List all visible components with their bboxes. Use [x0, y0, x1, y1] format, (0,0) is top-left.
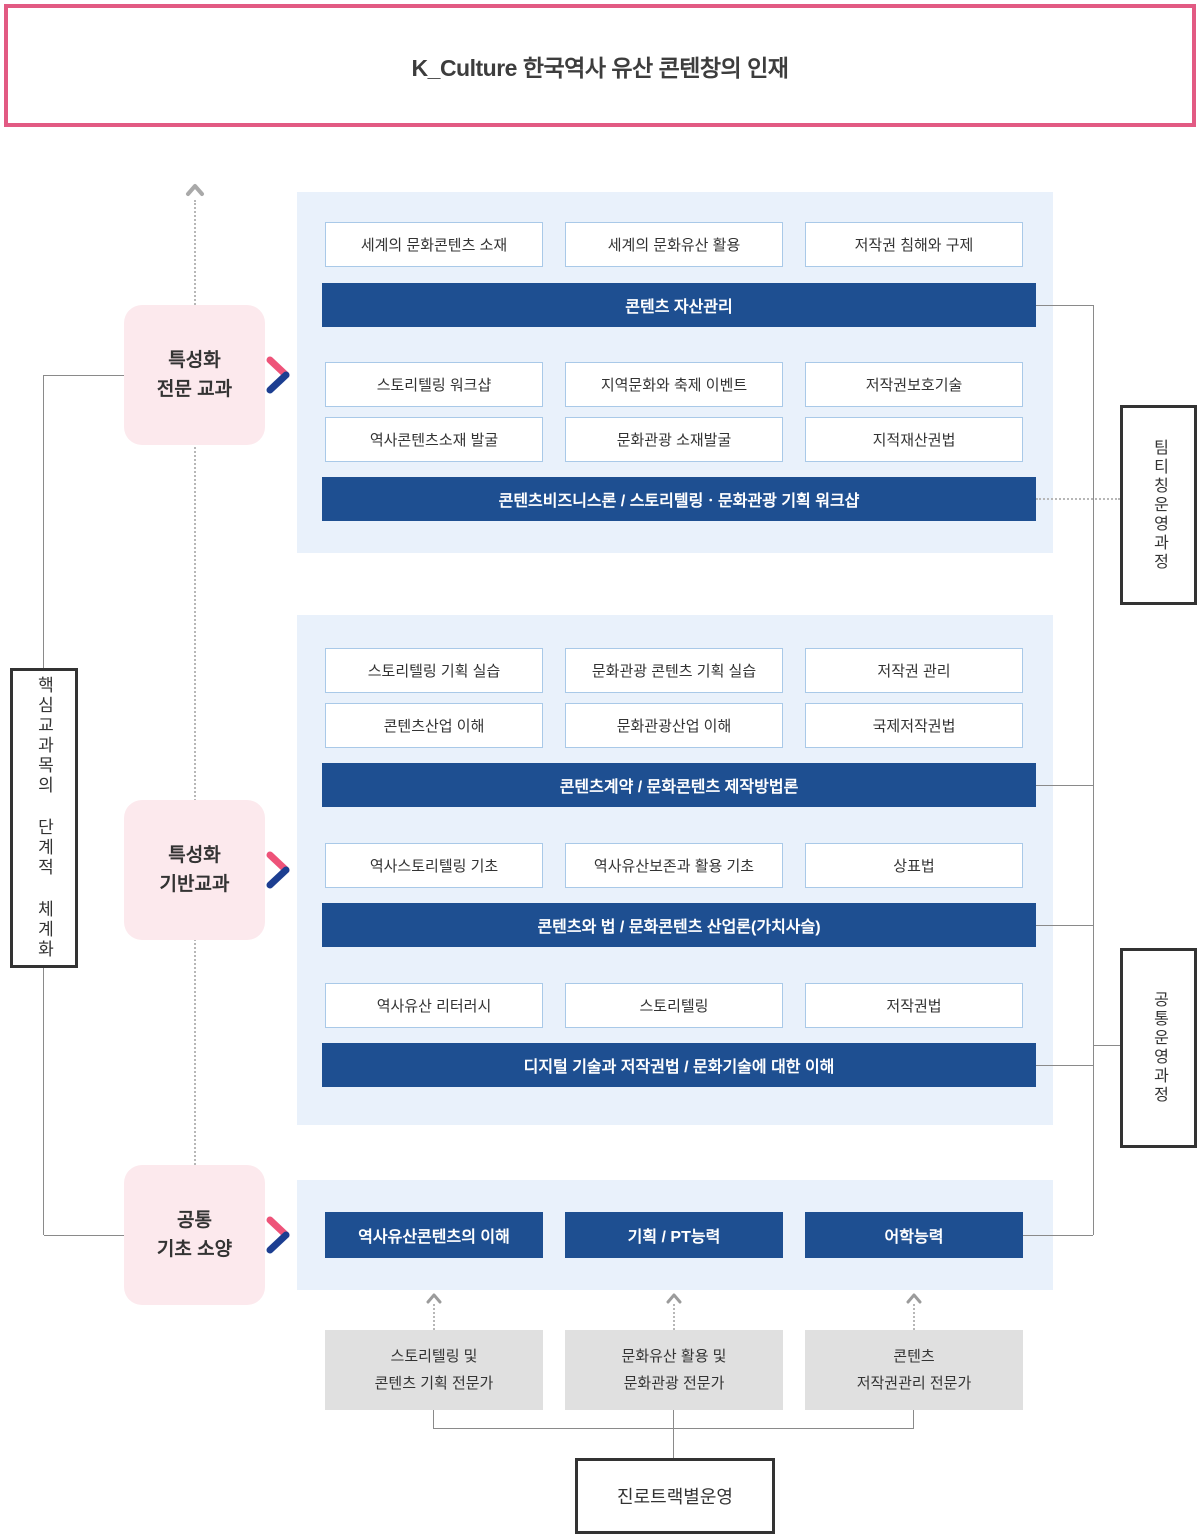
course-box: 저작권보호기술 [805, 362, 1023, 407]
course-box: 스토리텔링 기획 실습 [325, 648, 543, 693]
course-box: 상표법 [805, 843, 1023, 888]
course-box: 역사유산 리터러시 [325, 983, 543, 1028]
career-dotted-line [913, 1304, 915, 1330]
connector-asset-mgmt [1036, 305, 1093, 306]
foundation-banner: 기획 / PT능력 [565, 1212, 783, 1258]
level-arrow-icon [266, 356, 290, 394]
course-box: 문화관광산업 이해 [565, 703, 783, 748]
team-teaching-label: 팀티칭운영과정 [1150, 438, 1168, 572]
diagram-header: K_Culture 한국역사 유산 콘텐창의 인재 [4, 4, 1196, 127]
connector-common-course-box [1093, 1045, 1120, 1046]
career-connector-vline [913, 1410, 914, 1429]
core-course-banner: 디지털 기술과 저작권법 / 문화기술에 대한 이해 [322, 1043, 1036, 1087]
career-box-storytelling: 스토리텔링 및 콘텐츠 기획 전문가 [325, 1330, 543, 1410]
course-box: 지적재산권법 [805, 417, 1023, 462]
course-box: 세계의 문화콘텐츠 소재 [325, 222, 543, 267]
common-course-box: 공통운영과정 [1120, 948, 1197, 1148]
career-track-box: 진로트랙별운영 [575, 1458, 775, 1534]
arrow-up-icon [426, 1293, 442, 1304]
core-course-banner: 콘텐츠와 법 / 문화콘텐츠 산업론(가치사슬) [322, 903, 1036, 947]
left-dotted-axis [194, 200, 196, 1165]
course-box: 콘텐츠산업 이해 [325, 703, 543, 748]
team-teaching-box: 팀티칭운영과정 [1120, 405, 1197, 605]
right-connector-vline [1093, 305, 1094, 1235]
connector-law [1036, 925, 1093, 926]
arrow-up-icon [186, 184, 204, 196]
course-box: 국제저작권법 [805, 703, 1023, 748]
common-course-label: 공통운영과정 [1150, 991, 1168, 1105]
career-box-copyright: 콘텐츠 저작권관리 전문가 [805, 1330, 1023, 1410]
career-dotted-line [433, 1304, 435, 1330]
core-course-banner: 콘텐츠계약 / 문화콘텐츠 제작방법론 [322, 763, 1036, 807]
connector-language [1023, 1235, 1093, 1236]
career-dotted-line [673, 1304, 675, 1330]
axis-label-box: 핵심교과목의 단계적 체계화 [10, 668, 78, 968]
core-course-banner: 콘텐츠 자산관리 [322, 283, 1036, 327]
connector-contract [1036, 785, 1093, 786]
arrow-up-icon [906, 1293, 922, 1304]
course-box: 세계의 문화유산 활용 [565, 222, 783, 267]
course-box: 문화관광 소재발굴 [565, 417, 783, 462]
course-box: 역사스토리텔링 기초 [325, 843, 543, 888]
axis-label: 핵심교과목의 단계적 체계화 [34, 676, 54, 960]
left-bracket-top-hline [44, 375, 125, 376]
course-box: 스토리텔링 [565, 983, 783, 1028]
course-box: 저작권 침해와 구제 [805, 222, 1023, 267]
level-arrow-icon [266, 1216, 290, 1254]
course-box: 저작권 관리 [805, 648, 1023, 693]
course-box: 역사유산보존과 활용 기초 [565, 843, 783, 888]
left-bracket-bottom-hline [44, 1235, 125, 1236]
course-box: 문화관광 콘텐츠 기획 실습 [565, 648, 783, 693]
foundation-banner: 역사유산콘텐츠의 이해 [325, 1212, 543, 1258]
career-connector-vline [433, 1410, 434, 1429]
connector-digital [1036, 1065, 1093, 1066]
connector-dotted-teamteaching [1036, 498, 1120, 500]
arrow-up-icon [666, 1293, 682, 1304]
page-title: K_Culture 한국역사 유산 콘텐창의 인재 [411, 54, 789, 81]
course-box: 지역문화와 축제 이벤트 [565, 362, 783, 407]
course-box: 저작권법 [805, 983, 1023, 1028]
core-course-banner: 콘텐츠비즈니스론 / 스토리텔링ㆍ문화관광 기획 워크샵 [322, 477, 1036, 521]
career-connector-center-vline [673, 1410, 674, 1458]
career-box-heritage: 문화유산 활용 및 문화관광 전문가 [565, 1330, 783, 1410]
course-box: 스토리텔링 워크샵 [325, 362, 543, 407]
career-track-label: 진로트랙별운영 [617, 1487, 733, 1507]
foundation-banner: 어학능력 [805, 1212, 1023, 1258]
level-arrow-icon [266, 851, 290, 889]
course-box: 역사콘텐츠소재 발굴 [325, 417, 543, 462]
